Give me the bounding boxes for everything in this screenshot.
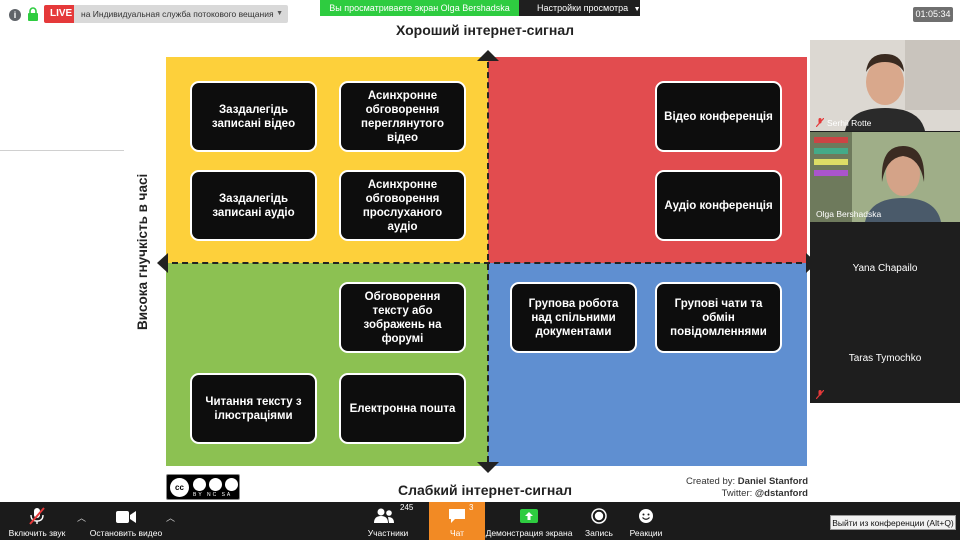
cc-license-logo: cc BY NC SA bbox=[166, 474, 240, 500]
info-icon[interactable]: i bbox=[9, 9, 21, 21]
slide-credit: Created by: Daniel Stanford Twitter: @ds… bbox=[686, 476, 808, 500]
participant-name: Olga Bershadska bbox=[816, 209, 881, 219]
exit-meeting-tooltip: Выйти из конференции (Alt+Q) bbox=[830, 515, 956, 530]
license-tags: BY NC SA bbox=[193, 492, 233, 498]
participant-tile[interactable]: Olga Bershadska bbox=[810, 132, 960, 222]
chat-count: 3 bbox=[469, 503, 474, 512]
participants-label: Участники bbox=[367, 528, 409, 538]
chevron-down-icon: ▼ bbox=[633, 6, 641, 13]
card-audio-conference: Аудіо конференція bbox=[655, 170, 782, 241]
participant-video bbox=[810, 132, 960, 222]
participant-name-text: Olga Bershadska bbox=[816, 209, 882, 219]
divider bbox=[0, 150, 124, 151]
top-bar: i LIVE на Индивидуальная служба потоково… bbox=[0, 0, 960, 30]
participant-name: Taras Tymochko bbox=[848, 353, 922, 364]
meeting-toolbar: Включить звук ︿ Остановить видео ︿ 245 У… bbox=[0, 502, 960, 540]
card-shared-docs: Групова робота над спільними документами bbox=[510, 282, 637, 353]
reactions-button[interactable]: Реакции bbox=[624, 502, 668, 540]
video-options-caret-icon[interactable]: ︿ bbox=[166, 513, 176, 523]
view-options-label: Настройки просмотра bbox=[537, 3, 629, 13]
participant-tile[interactable]: Yana Chapailo bbox=[810, 223, 960, 313]
audio-options-caret-icon[interactable]: ︿ bbox=[77, 513, 87, 523]
card-prerecorded-video: Заздалегідь записані відео bbox=[190, 81, 317, 152]
card-async-audio-discussion: Асинхронне обговорення прослуханого ауді… bbox=[339, 170, 466, 241]
card-prerecorded-audio: Заздалегідь записані аудіо bbox=[190, 170, 317, 241]
meeting-timer: 01:05:34 bbox=[913, 7, 953, 22]
card-group-chats: Групові чати та обмін повідомленнями bbox=[655, 282, 782, 353]
screen-share-banner: Вы просматриваете экран Olga Bershadska bbox=[320, 0, 519, 16]
cc-icon: cc bbox=[170, 478, 189, 497]
participants-count: 245 bbox=[400, 503, 414, 512]
share-screen-label: Демонстрация экрана bbox=[485, 528, 573, 538]
participant-tile[interactable]: Serhii Rotte bbox=[810, 40, 960, 131]
mic-off-icon bbox=[29, 507, 45, 525]
mic-off-icon bbox=[816, 390, 824, 399]
chat-label: Чат bbox=[449, 528, 465, 538]
lock-icon[interactable] bbox=[27, 7, 39, 21]
share-screen-button[interactable]: Демонстрация экрана bbox=[485, 502, 573, 540]
participant-tile[interactable]: Taras Tymochko bbox=[810, 313, 960, 403]
card-async-video-discussion: Асинхронне обговорення переглянутого від… bbox=[339, 81, 466, 152]
share-screen-icon bbox=[520, 509, 538, 523]
twitter-prefix: Twitter: bbox=[721, 488, 753, 499]
record-label: Запись bbox=[585, 528, 613, 538]
video-camera-icon bbox=[116, 511, 136, 523]
view-options-button[interactable]: Настройки просмотра ▼ bbox=[519, 0, 641, 16]
participant-name: Serhii Rotte bbox=[816, 118, 871, 128]
reactions-label: Реакции bbox=[629, 528, 663, 538]
credit-prefix: Created by: bbox=[686, 476, 736, 487]
participant-video bbox=[810, 40, 960, 131]
unmute-button[interactable]: Включить звук bbox=[0, 502, 74, 540]
mic-off-icon bbox=[816, 118, 824, 127]
record-icon bbox=[591, 508, 607, 524]
nc-icon bbox=[209, 478, 222, 491]
slide-top-label: Хороший інтернет-сигнал bbox=[395, 22, 575, 38]
chat-button[interactable]: 3 Чат bbox=[429, 502, 485, 540]
stop-video-button[interactable]: Остановить видео bbox=[88, 502, 164, 540]
live-badge[interactable]: LIVE bbox=[44, 5, 79, 23]
stop-video-label: Остановить видео bbox=[89, 528, 163, 538]
horizontal-axis bbox=[172, 262, 802, 264]
by-icon bbox=[193, 478, 206, 491]
card-video-conference: Відео конференція bbox=[655, 81, 782, 152]
arrow-down-icon bbox=[477, 462, 499, 473]
participant-name-text: Serhii Rotte bbox=[827, 118, 872, 128]
stream-service-label: на Индивидуальная служба потокового веща… bbox=[81, 9, 274, 19]
smiley-icon bbox=[639, 509, 653, 523]
card-forum-discussion: Обговорення тексту або зображень на фору… bbox=[339, 282, 466, 353]
credit-name: Daniel Stanford bbox=[737, 476, 808, 487]
chevron-down-icon: ▼ bbox=[276, 10, 283, 17]
card-illustrated-text: Читання тексту з ілюстраціями bbox=[190, 373, 317, 444]
sa-icon bbox=[225, 478, 238, 491]
chat-bubble-icon bbox=[449, 509, 465, 523]
unmute-label: Включить звук bbox=[8, 528, 66, 538]
participant-name: Yana Chapailo bbox=[852, 263, 918, 274]
slide-bottom-label: Слабкий інтернет-сигнал bbox=[397, 482, 573, 498]
card-email: Електронна пошта bbox=[339, 373, 466, 444]
stream-service-dropdown[interactable]: на Индивидуальная служба потокового веща… bbox=[74, 5, 288, 23]
slide-left-label: Висока гнучкість в часі bbox=[135, 173, 150, 330]
arrow-up-icon bbox=[477, 50, 499, 61]
arrow-left-icon bbox=[157, 253, 168, 273]
participants-button[interactable]: 245 Участники bbox=[362, 502, 414, 540]
record-button[interactable]: Запись bbox=[578, 502, 620, 540]
video-panel: Serhii Rotte Olga Bershadska Yana Chapai… bbox=[810, 40, 960, 403]
twitter-handle: @dstanford bbox=[754, 488, 808, 499]
participants-icon bbox=[374, 508, 394, 523]
